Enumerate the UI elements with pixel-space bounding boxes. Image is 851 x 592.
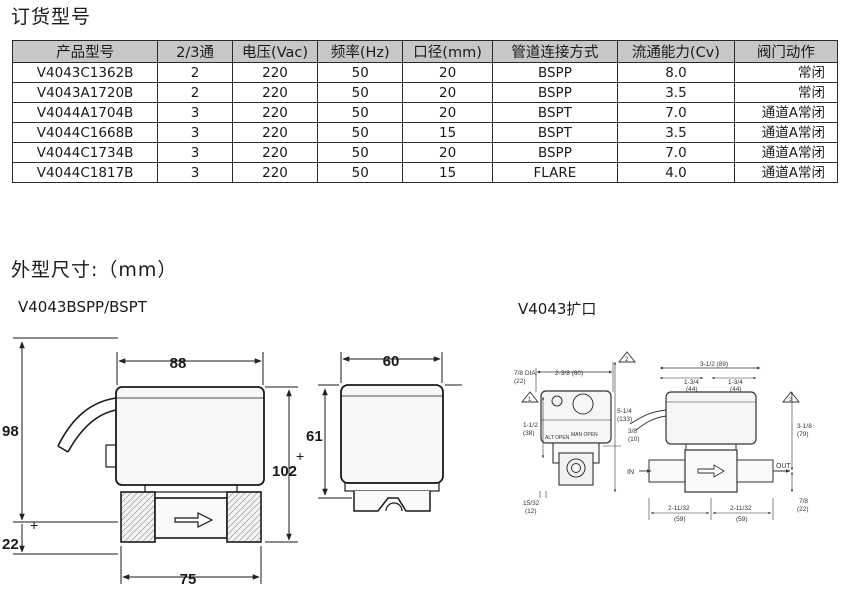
label-15-32-mm: (12) <box>525 508 537 515</box>
label-man-open: MAN OPEN <box>571 432 598 438</box>
dim-22-label: 22 <box>2 536 19 553</box>
col-header-model: 产品型号 <box>11 40 159 63</box>
side-view <box>318 352 462 512</box>
label-in: IN <box>627 469 634 476</box>
cell-action: 常闭 <box>733 62 839 83</box>
col-header-cv: 流通能力(Cv) <box>617 40 735 63</box>
label-1-3-4-a-mm: (44) <box>686 386 698 393</box>
note-triangle-2: 2 <box>625 357 629 363</box>
label-alt-open: ALT OPEN <box>545 435 570 441</box>
cell-bore: 20 <box>402 62 493 83</box>
label-1-3-4-b-mm: (44) <box>730 386 742 393</box>
col-header-action: 阀门动作 <box>733 40 839 63</box>
ordering-heading: 订货型号 <box>11 6 92 28</box>
label-3-1-8: 3-1/8 <box>797 423 812 430</box>
dim-61-label: 61 <box>306 428 323 445</box>
cell-cv: 4.0 <box>617 162 735 183</box>
flare-drawing-labels: 7/8 DIA. (22) 2-3/8 (60) 1-1/2 (38) 5-1/… <box>514 357 812 523</box>
label-5-1-4-mm: (133) <box>617 416 632 423</box>
table-row: V4043A1720B 2 220 50 20 BSPP 3.5 常闭 <box>11 82 839 103</box>
label-3-8-mm: (10) <box>628 436 640 443</box>
cell-connection: BSPP <box>491 62 619 83</box>
table-header-row: 产品型号 2/3通 电压(Vac) 频率(Hz) 口径(mm) 管道连接方式 流… <box>11 40 839 63</box>
label-7-8-mm: (22) <box>797 506 809 513</box>
label-2-11-32-b-mm: (59) <box>736 516 748 523</box>
label-15-32: 15/32 <box>523 500 540 507</box>
note-triangle-3: 3 <box>789 397 793 403</box>
cell-connection: FLARE <box>491 162 619 183</box>
col-header-bore: 口径(mm) <box>402 40 493 63</box>
cell-model: V4044A1704B <box>11 102 159 123</box>
label-7-8: 7/8 <box>799 498 808 505</box>
cell-cv: 8.0 <box>617 62 735 83</box>
col-header-ways: 2/3通 <box>157 40 233 63</box>
label-3-8: 3/8 <box>628 428 637 435</box>
label-out: OUT <box>776 463 792 470</box>
plus-mark-icon: + <box>30 517 38 533</box>
col-header-voltage: 电压(Vac) <box>231 40 319 63</box>
table-row: V4044C1817B 3 220 50 15 FLARE 4.0 通道A常闭 <box>11 162 839 183</box>
front-view <box>13 337 298 584</box>
table-row: V4044C1734B 3 220 50 20 BSPP 7.0 通道A常闭 <box>11 142 839 163</box>
ordering-table: 产品型号 2/3通 电压(Vac) 频率(Hz) 口径(mm) 管道连接方式 流… <box>11 40 839 183</box>
cell-action: 通道A常闭 <box>733 162 839 183</box>
dim-75-label: 75 <box>180 571 197 588</box>
cell-connection: BSPP <box>491 82 619 103</box>
flare-drawing <box>521 351 800 520</box>
label-2-3-8: 2-3/8 (60) <box>555 370 583 377</box>
label-dia-mm: (22) <box>514 378 526 385</box>
left-drawing-title: V4043BSPP/BSPT <box>18 298 147 316</box>
plus-mark-icon: + <box>296 448 304 464</box>
table-row: V4043C1362B 2 220 50 20 BSPP 8.0 常闭 <box>11 62 839 83</box>
col-header-connection: 管道连接方式 <box>491 40 619 63</box>
dimensions-heading: 外型尺寸:（mm） <box>11 259 178 281</box>
note-triangle-1: 1 <box>528 397 532 403</box>
cell-model: V4044C1817B <box>11 162 159 183</box>
cell-frequency: 50 <box>317 162 404 183</box>
cell-voltage: 220 <box>231 82 319 103</box>
dim-98-label: 98 <box>2 423 19 440</box>
cell-model: V4044C1668B <box>11 122 159 143</box>
label-3-1-2: 3-1/2 (89) <box>700 361 728 368</box>
cell-action: 常闭 <box>733 82 839 103</box>
label-3-1-8-mm: (79) <box>797 431 809 438</box>
label-2-11-32-b: 2-11/32 <box>730 505 752 512</box>
cell-model: V4043A1720B <box>11 82 159 103</box>
label-dia: 7/8 DIA. <box>514 370 538 377</box>
label-2-11-32-a: 2-11/32 <box>668 505 690 512</box>
dim-102-label: 102 <box>272 463 297 480</box>
dim-88-label: 88 <box>170 355 187 372</box>
label-1-3-4-b: 1-3/4 <box>728 379 743 386</box>
cell-frequency: 50 <box>317 62 404 83</box>
dim-60-label: 60 <box>383 353 400 370</box>
label-1-1-2-mm: (38) <box>523 430 535 437</box>
cell-model: V4043C1362B <box>11 62 159 83</box>
cell-frequency: 50 <box>317 82 404 103</box>
cell-bore: 15 <box>402 162 493 183</box>
label-1-3-4-a: 1-3/4 <box>684 379 699 386</box>
label-1-1-2: 1-1/2 <box>523 422 538 429</box>
label-2-11-32-a-mm: (59) <box>674 516 686 523</box>
label-5-1-4: 5-1/4 <box>617 408 632 415</box>
table-row: V4044C1668B 3 220 50 15 BSPT 3.5 通道A常闭 <box>11 122 839 143</box>
right-drawing-title: V4043扩口 <box>518 300 597 318</box>
